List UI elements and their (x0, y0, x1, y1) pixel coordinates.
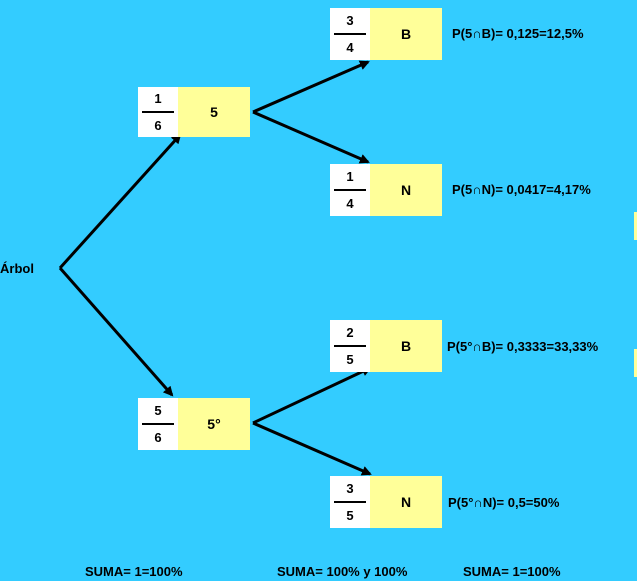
fraction-denominator: 4 (346, 196, 354, 212)
node-5: 1 6 5 (138, 87, 250, 137)
fraction-bar (334, 188, 366, 191)
node-5c-b: 2 5 B (330, 320, 442, 372)
probability-5c-n: P(5°∩N)= 0,5=50% (448, 495, 560, 510)
fraction: 2 5 (330, 320, 370, 372)
node-label: N (370, 476, 442, 528)
fraction: 1 4 (330, 164, 370, 216)
fraction-bar (334, 32, 366, 35)
branch-root-to-5 (58, 133, 182, 270)
fraction-denominator: 5 (346, 508, 354, 524)
branch-root-to-5c (58, 267, 174, 397)
node-5-n: 1 4 N (330, 164, 442, 216)
node-label: N (370, 164, 442, 216)
probability-5-n: P(5∩N)= 0,0417=4,17% (452, 182, 591, 197)
branch-5c-to-n (252, 421, 372, 476)
fraction-numerator: 1 (154, 91, 162, 107)
branch-5-to-b (252, 60, 370, 114)
fraction: 3 5 (330, 476, 370, 528)
fraction: 3 4 (330, 8, 370, 60)
fraction-bar (142, 422, 174, 425)
fraction-bar (142, 110, 174, 113)
branch-5-to-n (252, 110, 370, 164)
fraction-numerator: 3 (346, 12, 354, 28)
fraction-numerator: 1 (346, 168, 354, 184)
sum-level1: SUMA= 1=100% (85, 564, 183, 579)
sum-level2: SUMA= 100% y 100% (277, 564, 408, 579)
fraction-bar (334, 344, 366, 347)
node-label: B (370, 8, 442, 60)
fraction-denominator: 6 (154, 430, 162, 446)
node-label: B (370, 320, 442, 372)
node-5-b: 3 4 B (330, 8, 442, 60)
node-5c: 5 6 5° (138, 398, 250, 450)
offscreen-cell-edge (634, 212, 637, 240)
fraction-denominator: 4 (346, 40, 354, 56)
branch-5c-to-b (252, 366, 372, 425)
fraction-numerator: 3 (346, 480, 354, 496)
fraction-bar (334, 500, 366, 503)
root-label: Árbol (0, 261, 34, 276)
offscreen-cell-edge (634, 349, 637, 377)
fraction-numerator: 2 (346, 324, 354, 340)
fraction-5: 1 6 (138, 87, 178, 137)
node-5c-n: 3 5 N (330, 476, 442, 528)
sum-total: SUMA= 1=100% (463, 564, 561, 579)
node-label: 5 (178, 87, 250, 137)
fraction-denominator: 5 (346, 352, 354, 368)
probability-5-b: P(5∩B)= 0,125=12,5% (452, 26, 584, 41)
fraction-5c: 5 6 (138, 398, 178, 450)
fraction-numerator: 5 (154, 402, 162, 418)
fraction-denominator: 6 (154, 117, 162, 133)
probability-5c-b: P(5°∩B)= 0,3333=33,33% (447, 339, 599, 354)
node-label: 5° (178, 398, 250, 450)
